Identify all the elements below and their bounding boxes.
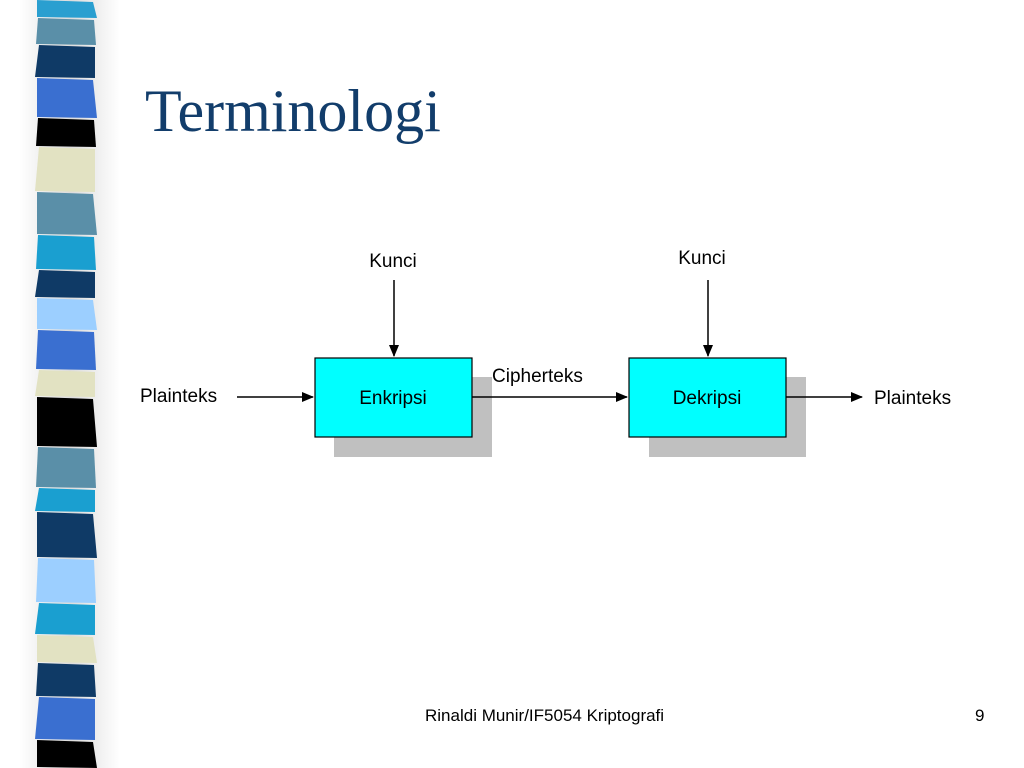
strip-band — [36, 663, 96, 697]
strip-band — [35, 370, 95, 397]
strip-band — [36, 447, 96, 488]
strip-band — [36, 235, 96, 270]
decrypt-box — [628, 357, 787, 438]
strip-band — [35, 147, 95, 192]
decorative-strip — [0, 0, 120, 768]
decrypt-box-label: Dekripsi — [673, 388, 742, 409]
decrypt-key-label: Kunci — [678, 248, 726, 269]
strip-band — [37, 740, 97, 768]
strip-band — [35, 488, 95, 512]
input-plaintext-label: Plainteks — [140, 386, 217, 407]
strip-band — [35, 603, 95, 635]
encrypt-key-label: Kunci — [369, 251, 417, 272]
strip-band — [36, 118, 96, 147]
strip-band — [37, 397, 97, 447]
strip-band — [35, 697, 95, 740]
output-plaintext-label: Plainteks — [874, 388, 951, 409]
strip-band — [37, 78, 97, 118]
strip-band — [36, 18, 96, 45]
strip-band — [37, 635, 97, 663]
strip-band — [35, 270, 95, 298]
strip-band — [36, 558, 96, 603]
page-number: 9 — [975, 706, 985, 725]
encrypt-box-label: Enkripsi — [359, 388, 427, 409]
ciphertext-label: Cipherteks — [492, 366, 583, 387]
strip-band — [37, 512, 97, 558]
strip-band — [35, 45, 95, 78]
strip-band — [36, 330, 96, 370]
strip-band — [37, 0, 97, 18]
strip-bands — [35, 0, 97, 768]
footer-credit: Rinaldi Munir/IF5054 Kriptografi — [425, 706, 665, 725]
slide-title: Terminologi — [145, 78, 441, 144]
strip-band — [37, 192, 97, 235]
strip-band — [37, 298, 97, 330]
encrypt-box — [314, 357, 473, 438]
